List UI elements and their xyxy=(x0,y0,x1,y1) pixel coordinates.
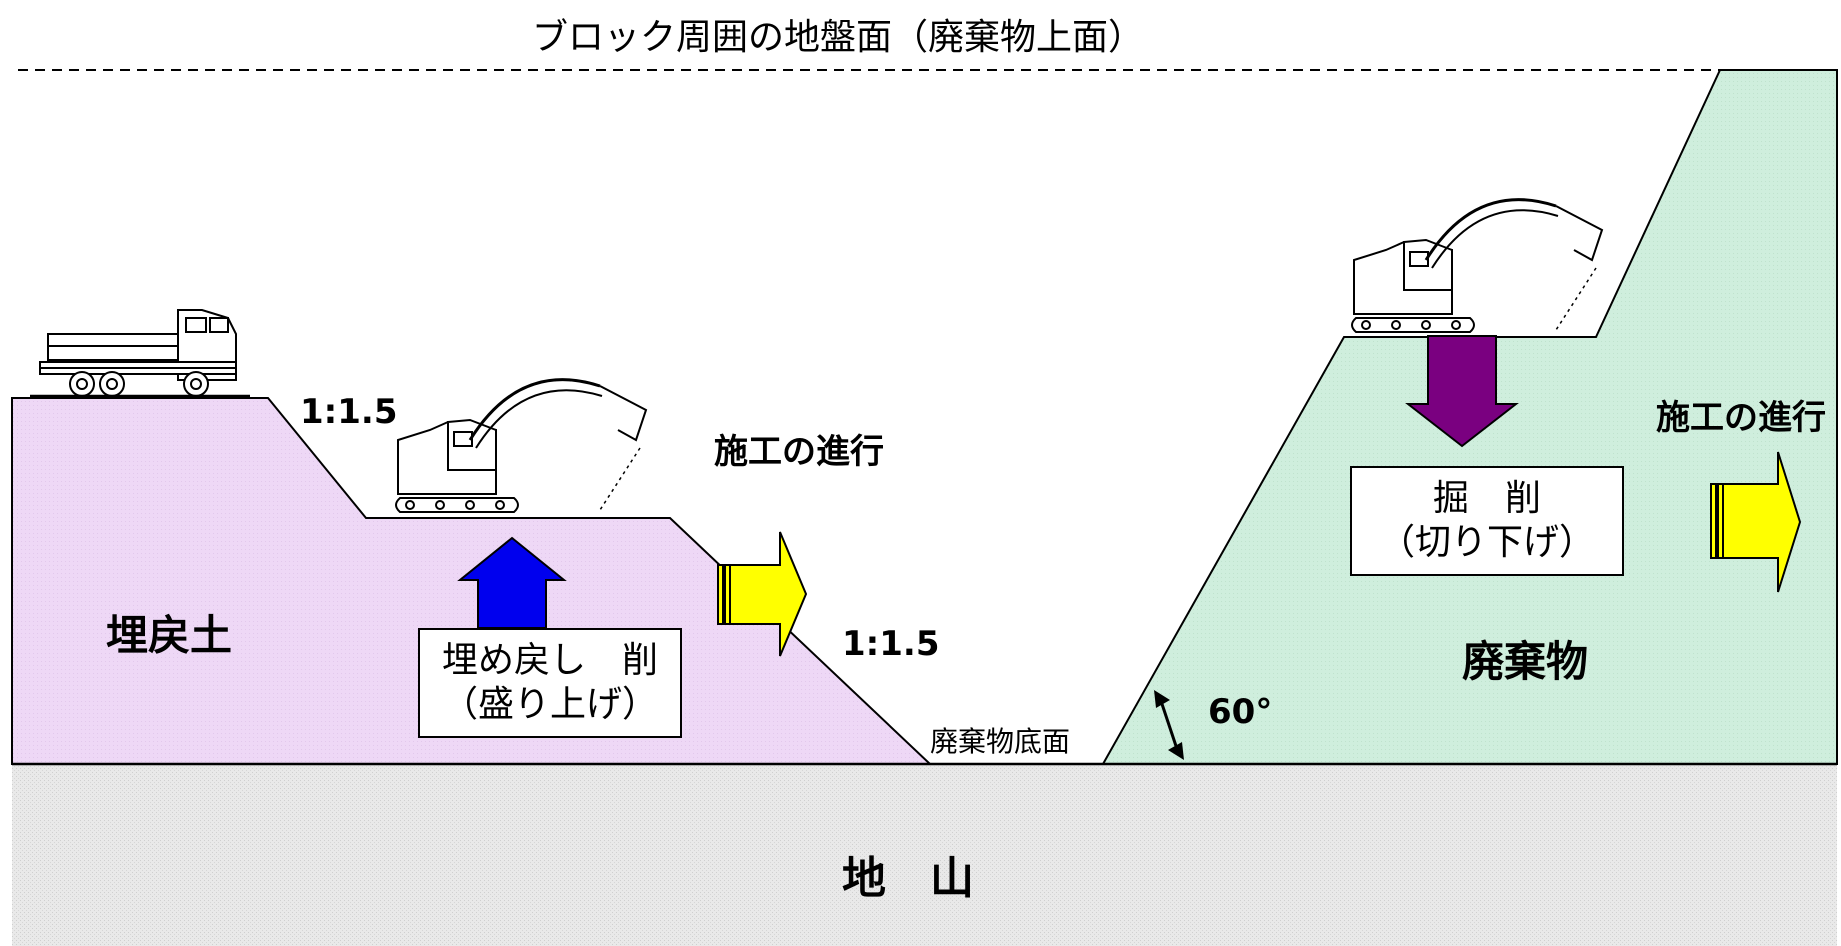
backfill-soil-label: 埋戻土 xyxy=(106,611,233,660)
diagram-title: ブロック周囲の地盤面（廃棄物上面） xyxy=(532,17,1145,58)
angle-indicator-arrow xyxy=(1154,690,1184,760)
excavation-operation-line1: 掘 削 xyxy=(1432,478,1541,519)
natural-ground-layer xyxy=(12,764,1837,946)
backfill-operation-box: 埋め戻し 削 （盛り上げ） xyxy=(418,628,682,738)
construction-progress-right: 施工の進行 xyxy=(1656,398,1826,438)
backfill-operation-line1: 埋め戻し 削 xyxy=(441,640,658,681)
excavator-icon xyxy=(1351,198,1604,333)
progress-arrow-right xyxy=(1710,451,1802,593)
slope-ratio-upper: 1:1.5 xyxy=(300,392,398,432)
excavator-icon xyxy=(395,378,648,513)
waste-label: 廃棄物 xyxy=(1462,637,1589,686)
waste-bottom-label: 廃棄物底面 xyxy=(930,725,1071,758)
dump-truck-icon xyxy=(30,309,250,398)
progress-arrow-left xyxy=(717,531,808,657)
excavation-operation-line2: （切り下げ） xyxy=(1378,522,1595,563)
slope-angle-label: 60° xyxy=(1208,692,1273,732)
excavation-down-arrow xyxy=(1405,335,1519,448)
construction-progress-left: 施工の進行 xyxy=(714,432,884,472)
natural-ground-label: 地 山 xyxy=(842,853,974,904)
excavation-operation-box: 掘 削 （切り下げ） xyxy=(1350,466,1624,576)
backfill-operation-line2: （盛り上げ） xyxy=(441,684,658,725)
slope-ratio-lower: 1:1.5 xyxy=(842,624,940,664)
